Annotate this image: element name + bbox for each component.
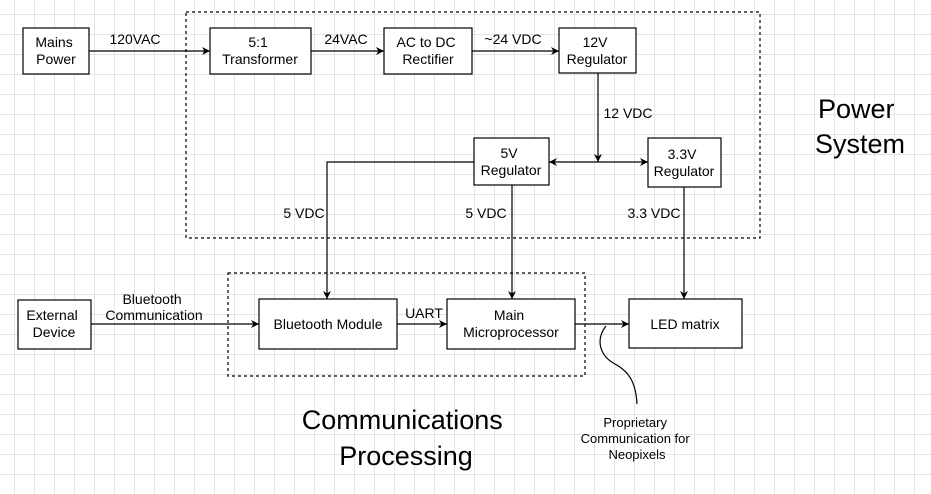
neopixel-note: Proprietary Communication for Neopixels [581,415,694,462]
label-120vac: 120VAC [109,31,160,47]
neopixel-callout-line [599,325,638,405]
bluetooth-module-block [258,298,398,350]
external-device-label: External Device [26,307,81,340]
label-12vdc: 12 VDC [603,105,652,121]
power-system-group [185,11,761,239]
label-bluetooth-communication: Bluetooth Communication [105,291,202,323]
rectifier-block [383,27,473,75]
edge-5v-to-bluetooth [323,161,474,299]
mains-power-block [22,27,90,75]
transformer-label: 5:1 Transformer [222,34,298,67]
power-system-title: Power System [815,94,905,159]
label-5vdc-bluetooth: 5 VDC [283,205,324,221]
reg-5v-block [473,137,550,186]
reg-3v3-label: 3.3V Regulator [654,146,715,179]
main-microprocessor-label: Main Microprocessor [463,307,559,340]
label-uart: UART [405,305,443,321]
reg-12v-label: 12V Regulator [567,34,628,67]
led-matrix-block [628,298,743,349]
label-24vac: 24VAC [324,31,367,47]
communications-processing-title: Communications Processing [302,405,511,471]
external-device-block [17,299,92,350]
rectifier-label: AC to DC Rectifier [396,34,459,67]
mains-power-label: Mains Power [35,34,76,67]
bluetooth-module-label: Bluetooth Module [274,316,383,332]
reg-5v-label: 5V Regulator [481,145,542,178]
transformer-block [209,27,312,75]
main-microprocessor-block [446,298,576,350]
label-5vdc-main: 5 VDC [465,205,506,221]
led-matrix-label: LED matrix [650,316,719,332]
reg-3v3-block [647,137,722,188]
reg-12v-block [558,27,637,74]
label-3v3vdc: 3.3 VDC [628,205,681,221]
label-24vdc: ~24 VDC [484,31,541,47]
